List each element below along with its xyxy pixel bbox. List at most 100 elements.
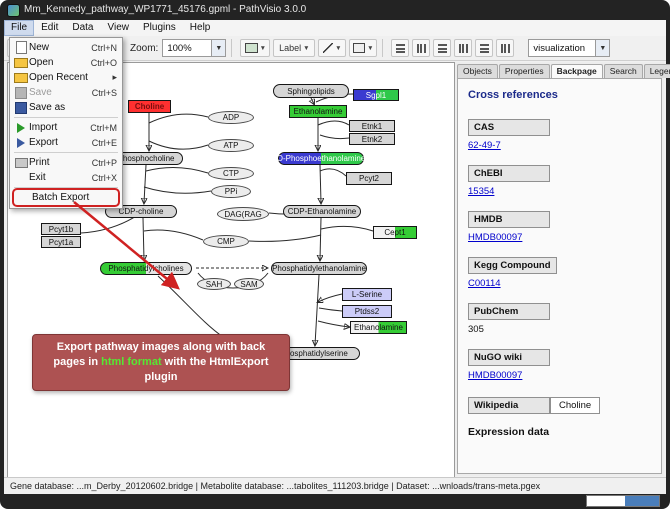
menu-item-label: Open Recent: [29, 72, 88, 83]
annotation-text-after: with the HtmlExport plugin: [144, 356, 269, 383]
save-as-glyph: [15, 101, 27, 114]
node-etnk1[interactable]: Etnk1: [349, 120, 395, 132]
node-atp[interactable]: ATP: [208, 139, 254, 152]
node-sgpl1[interactable]: Sgpl1: [353, 89, 399, 101]
open-icon: [13, 57, 29, 68]
xref-link[interactable]: HMDB00097: [468, 370, 523, 381]
xref-source-header[interactable]: Wikipedia: [468, 397, 550, 414]
xref-value: Choline: [550, 397, 601, 414]
node-phosphatidylethanolamine[interactable]: Phosphatidylethanolamine: [271, 262, 367, 275]
node-dag-rag[interactable]: DAG(RAG: [217, 207, 269, 221]
node-ethanolamine[interactable]: Ethanolamine: [350, 321, 407, 334]
node-etnk2[interactable]: Etnk2: [349, 133, 395, 145]
label-tool-button[interactable]: Label▼: [273, 39, 316, 57]
callout-annotation: Export pathway images along with back pa…: [32, 334, 290, 391]
xref-link[interactable]: HMDB00097: [468, 232, 523, 243]
shape-tool-button[interactable]: ▼: [349, 39, 378, 57]
tab-properties[interactable]: Properties: [498, 64, 550, 78]
file-menu-item-save-as[interactable]: Save as: [11, 100, 121, 115]
node-ctp[interactable]: CTP: [208, 167, 254, 180]
node-ppi[interactable]: PPi: [211, 185, 251, 198]
import-glyph: [17, 122, 25, 133]
node-pcyt2[interactable]: Pcyt2: [346, 172, 392, 185]
export-icon: [13, 137, 29, 148]
tab-backpage[interactable]: Backpage: [550, 64, 603, 78]
xref-source-header[interactable]: HMDB: [468, 211, 550, 228]
chevron-down-icon[interactable]: ▼: [595, 40, 610, 56]
node-adp[interactable]: ADP: [208, 111, 254, 124]
xref-link[interactable]: 62-49-7: [468, 140, 501, 151]
menu-item-label: Open: [29, 57, 54, 68]
menu-separator: [14, 152, 118, 153]
datanode-template-button[interactable]: ▼: [240, 39, 271, 57]
node-phosphatidylserine[interactable]: Phosphatidylserine: [268, 347, 360, 360]
stack-vertical-button[interactable]: [475, 39, 494, 57]
node-pcyt1b[interactable]: Pcyt1b: [41, 223, 81, 235]
print-icon: [13, 157, 29, 168]
menu-help[interactable]: Help: [189, 22, 211, 33]
xref-source-header[interactable]: CAS: [468, 119, 550, 136]
chevron-down-icon[interactable]: ▼: [211, 40, 226, 56]
menu-item-label: Save: [29, 87, 52, 98]
menu-item-label: Print: [29, 157, 50, 168]
zoom-combobox[interactable]: 100% ▼: [162, 39, 227, 57]
node-ptdss2[interactable]: Ptdss2: [342, 305, 392, 318]
node-cdp-ethanolamine[interactable]: CDP-Ethanolamine: [283, 205, 361, 218]
xref-source-header[interactable]: PubChem: [468, 303, 550, 320]
node-cmp[interactable]: CMP: [203, 235, 249, 248]
node-sam[interactable]: SAM: [234, 278, 264, 290]
node-choline[interactable]: Choline: [128, 100, 171, 113]
node-phosphatidylcholines[interactable]: Phosphatidylcholines: [100, 262, 192, 275]
node-l-serine[interactable]: L-Serine: [342, 288, 392, 301]
menu-file[interactable]: File: [4, 20, 35, 36]
file-menu-item-open-recent[interactable]: Open Recent▸: [11, 70, 121, 85]
file-menu-item-batch-export[interactable]: Batch Export: [14, 190, 118, 205]
export-glyph: [17, 137, 25, 148]
node-cept1[interactable]: Cept1: [373, 226, 417, 239]
toolbar-separator: [231, 39, 233, 57]
align-horizontal-button[interactable]: [391, 39, 410, 57]
title-bar[interactable]: Mm_Kennedy_pathway_WP1771_45176.gpml - P…: [0, 0, 670, 20]
import-icon: [13, 122, 29, 133]
stack-horizontal-button[interactable]: [496, 39, 515, 57]
node-sphingolipids[interactable]: Sphingolipids: [273, 84, 349, 98]
print-glyph: [14, 157, 28, 168]
menu-view[interactable]: View: [107, 22, 129, 33]
menu-plugins[interactable]: Plugins: [142, 22, 176, 33]
common-height-button[interactable]: [454, 39, 473, 57]
chevron-down-icon: ▼: [335, 44, 342, 52]
node-sah[interactable]: SAH: [197, 278, 231, 290]
menu-data[interactable]: Data: [72, 22, 94, 33]
visualization-value: visualization: [533, 42, 586, 54]
node-ethanolamine[interactable]: Ethanolamine: [289, 105, 347, 118]
tab-legend[interactable]: Legend: [643, 64, 670, 78]
xref-source-header[interactable]: Kegg Compound: [468, 257, 557, 274]
line-tool-button[interactable]: ▼: [318, 39, 347, 57]
xref-source-header[interactable]: NuGO wiki: [468, 349, 550, 366]
xref-link[interactable]: C00114: [468, 278, 501, 289]
node-o-phosphoethanolamine[interactable]: O-Phosphoethanolamine: [276, 152, 366, 165]
tab-search[interactable]: Search: [603, 64, 643, 78]
xref-source-header[interactable]: ChEBI: [468, 165, 550, 182]
align-vertical-button[interactable]: [412, 39, 431, 57]
save-glyph: [15, 86, 27, 99]
visualization-combobox[interactable]: visualization ▼: [528, 39, 611, 57]
open-recent-icon: [13, 72, 29, 83]
tab-objects[interactable]: Objects: [457, 64, 498, 78]
zoom-value: 100%: [167, 42, 192, 54]
common-width-button[interactable]: [433, 39, 452, 57]
node-pcyt1a[interactable]: Pcyt1a: [41, 236, 81, 248]
xref-link[interactable]: 15354: [468, 186, 495, 197]
menu-edit[interactable]: Edit: [41, 22, 59, 33]
expression-data-heading: Expression data: [468, 426, 550, 438]
stack-horizontal-icon: [500, 43, 510, 53]
